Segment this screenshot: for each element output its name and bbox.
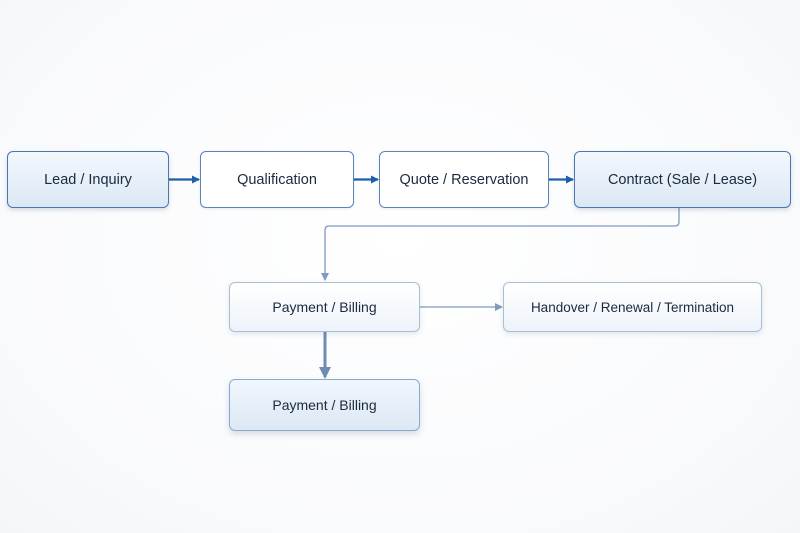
- node-payment-billing-primary: Payment / Billing: [229, 282, 420, 332]
- node-label: Handover / Renewal / Termination: [530, 299, 735, 315]
- node-payment-billing-secondary: Payment / Billing: [229, 379, 420, 431]
- node-label: Quote / Reservation: [399, 171, 529, 188]
- node-lead-inquiry: Lead / Inquiry: [7, 151, 169, 208]
- node-label: Lead / Inquiry: [44, 171, 132, 188]
- node-label: Contract (Sale / Lease): [607, 171, 758, 188]
- arrow-contract-to-payment: [321, 208, 680, 281]
- node-label: Qualification: [237, 171, 317, 188]
- node-handover-renewal-termination: Handover / Renewal / Termination: [503, 282, 762, 332]
- node-label: Payment / Billing: [272, 397, 377, 413]
- node-contract: Contract (Sale / Lease): [574, 151, 791, 208]
- node-label: Payment / Billing: [272, 299, 377, 315]
- node-quote-reservation: Quote / Reservation: [379, 151, 549, 208]
- node-qualification: Qualification: [200, 151, 354, 208]
